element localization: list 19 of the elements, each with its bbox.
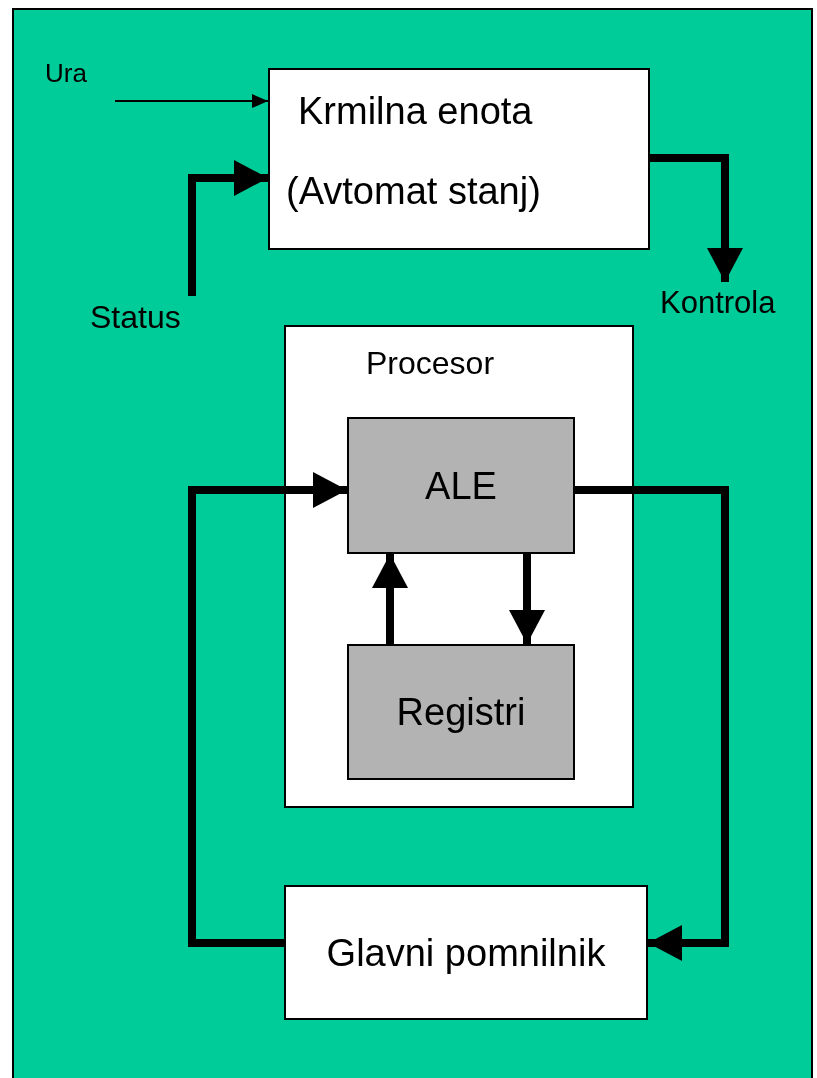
arrow <box>114 94 269 108</box>
box-label: Registri <box>395 690 527 734</box>
arrow <box>188 472 347 947</box>
control-unit-box <box>268 68 650 250</box>
input-label: Status <box>90 296 220 338</box>
box-label: Glavni pomnilnik <box>325 931 607 974</box>
arrow <box>575 486 729 961</box>
box-heading: Procesor <box>366 345 495 382</box>
memory-box <box>284 885 648 1020</box>
box-label: (Avtomat stanj) <box>286 170 541 213</box>
box-label: Krmilna enota <box>298 90 533 133</box>
alu-box <box>347 417 575 554</box>
register-box <box>347 644 575 780</box>
arrow <box>372 554 408 644</box>
arrow <box>509 554 545 644</box>
box-label: ALE <box>424 464 498 507</box>
processor-box <box>284 325 634 808</box>
input-label: Ura <box>45 55 115 91</box>
output-label: Kontrola <box>660 282 817 324</box>
